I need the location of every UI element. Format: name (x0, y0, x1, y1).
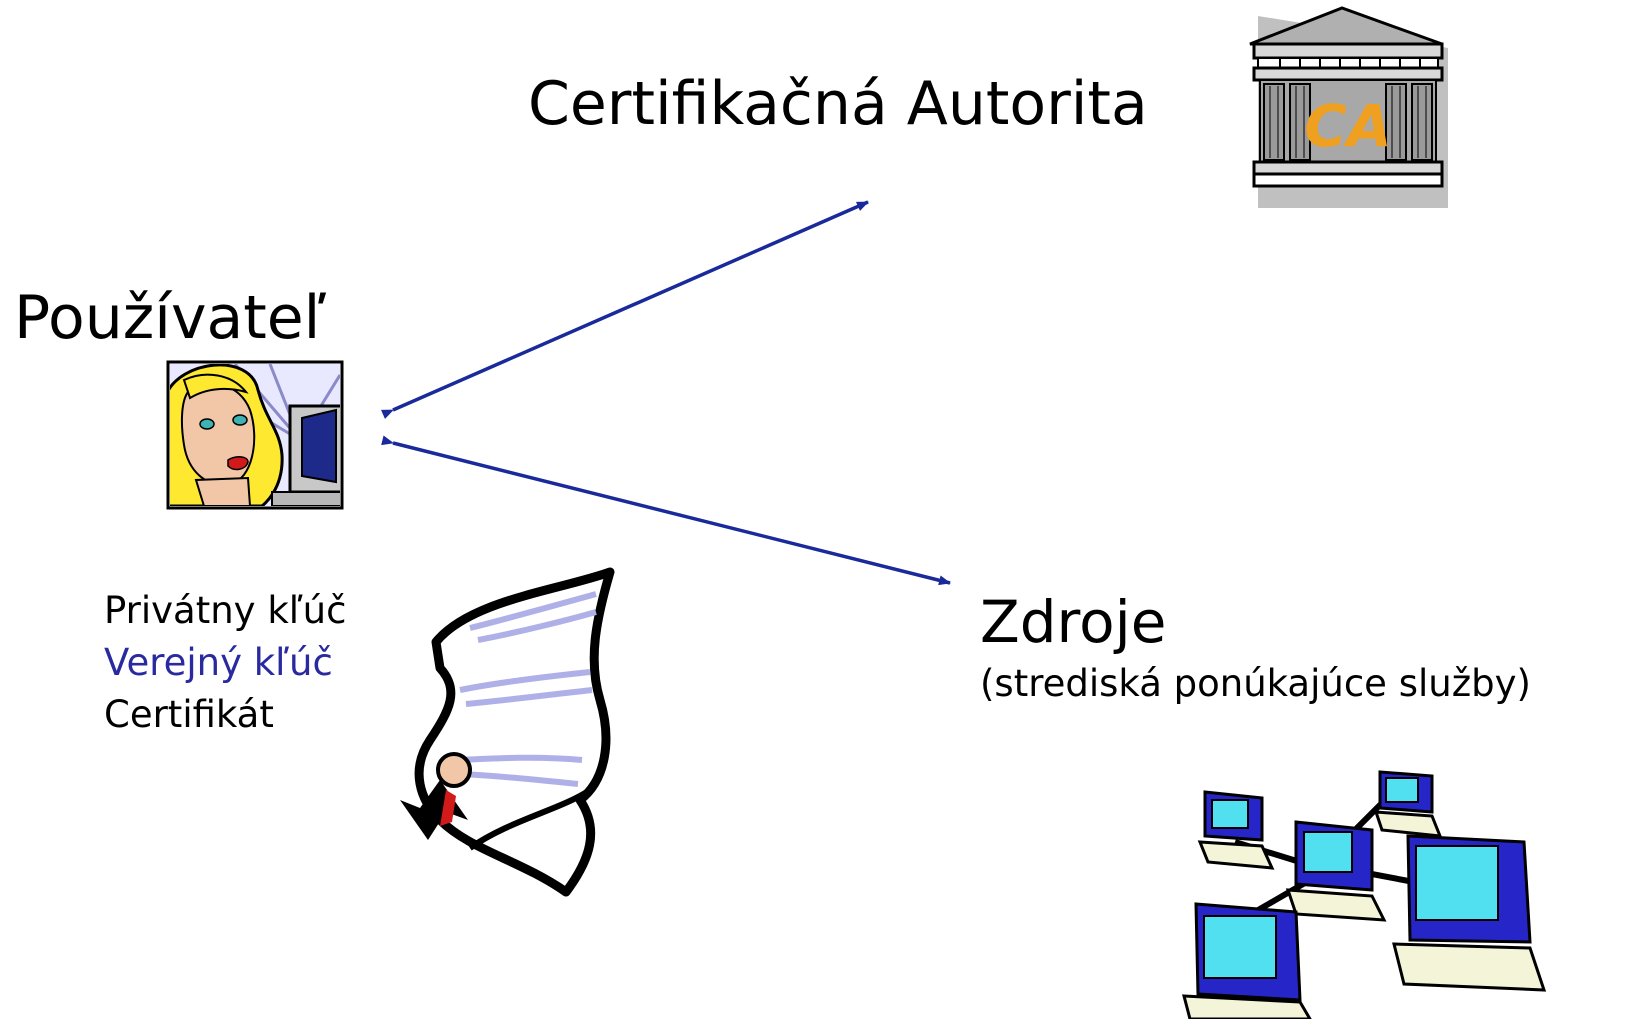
arrow-user-ca (380, 200, 869, 419)
ca-icon-label: CA (1304, 92, 1391, 160)
public-key-label: Verejný kľúč (104, 641, 333, 684)
key-list: Privátny kľúč Verejný kľúč Certifikát (104, 585, 346, 741)
arrow-user-resources (381, 435, 951, 586)
private-key-label: Privátny kľúč (104, 589, 347, 632)
resources-title: Zdroje (980, 588, 1167, 656)
user-title: Používateľ (14, 283, 327, 353)
ca-title: Certifikačná Autorita (528, 69, 1148, 139)
certificate-label: Certifikát (104, 693, 274, 736)
resources-subtitle: (strediská ponúkajúce služby) (980, 662, 1531, 705)
